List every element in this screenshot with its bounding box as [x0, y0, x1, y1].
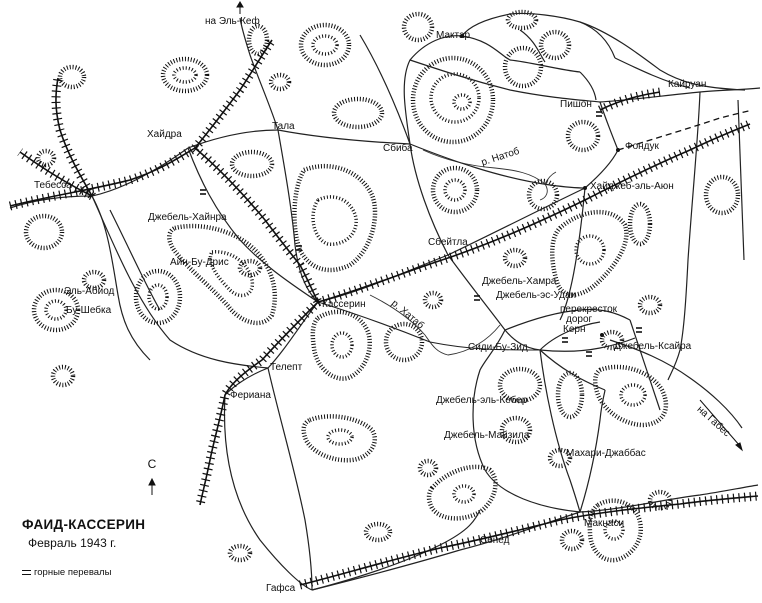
- legend: горные перевалы: [22, 567, 111, 578]
- label-feriana: Фериана: [230, 390, 271, 401]
- label-kern: Керн: [563, 324, 586, 335]
- label-jebel-el-kebir: Джебель-эль-Кебер: [436, 395, 528, 406]
- label-sbeitla: Сбейтла: [428, 237, 468, 248]
- town-markers: [460, 34, 620, 337]
- label-telept: Телепт: [270, 362, 303, 373]
- label-el-abiod: Эль-Абиод: [64, 286, 115, 297]
- label-maknasi: Макнаси: [584, 518, 625, 529]
- label-roads: дорог: [566, 314, 593, 325]
- direction-arrows: [148, 1, 743, 495]
- label-maktar: Мактар: [436, 30, 471, 41]
- roads: [9, 12, 761, 591]
- label-hajeb-el-aioun: Хайджеб-эль-Аюн: [590, 181, 674, 192]
- label-jebel-hamra: Джебель-Хамра: [482, 276, 557, 287]
- label-jebel-maizila: Джебель-Майзила: [444, 430, 530, 441]
- label-sbiba: Сбиба: [383, 143, 413, 154]
- label-jebel-es-udai: Джебель-эс-Удаи: [496, 290, 577, 301]
- label-fonduk: Фондук: [625, 141, 659, 152]
- north-indicator: С: [146, 458, 158, 470]
- label-tebessa: Тебесса: [34, 180, 72, 191]
- label-haidra: Хайдра: [147, 129, 182, 140]
- label-sidi-bu-zid: Сиди-Бу-Зид: [468, 342, 528, 353]
- mountain-passes: [200, 111, 642, 357]
- secondary-road-dashed: [617, 109, 753, 151]
- label-tala: Тала: [272, 121, 295, 132]
- label-mahari-jabbas: Махари-Джаббас: [566, 448, 646, 459]
- label-jebel-hainra: Джебель-Хайнра: [148, 212, 227, 223]
- map-title: ФАИД-КАССЕРИН: [22, 517, 146, 532]
- mountain-ranges: [23, 9, 741, 563]
- label-kairouan: Кайруан: [668, 79, 707, 90]
- label-el-kef-direction: на Эль-Кеф: [205, 16, 260, 27]
- legend-pass-label: горные перевалы: [34, 567, 112, 578]
- map-subtitle: Февраль 1943 г.: [28, 536, 117, 550]
- label-sened: Сенед: [480, 535, 510, 546]
- label-crossroads: перекресток: [560, 304, 618, 315]
- north-label: С: [147, 457, 157, 471]
- pass-symbol-icon: [22, 570, 31, 575]
- label-gafsa: Гафса: [266, 583, 296, 594]
- label-jebel-ksaira: Джебель-Ксайра: [614, 341, 692, 352]
- label-kasserine: Кассерин: [322, 299, 366, 310]
- label-bu-shebka: Бу-Шебка: [66, 305, 112, 316]
- label-ain-bu-dries: Айн-Бу-Дрис: [170, 257, 229, 268]
- railways: [8, 37, 759, 590]
- label-pishon: Пишон: [560, 99, 592, 110]
